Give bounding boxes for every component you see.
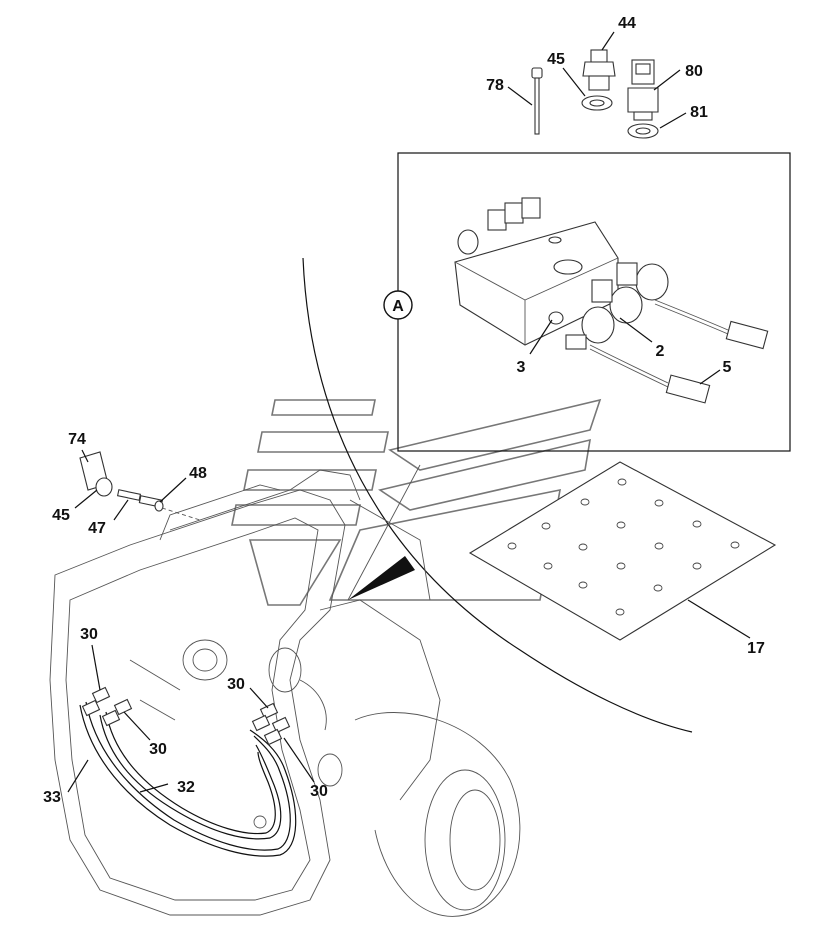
connector-5b (665, 374, 711, 404)
callout-80: 80 (685, 63, 703, 80)
fittings-30 (81, 686, 291, 746)
callout-32: 32 (177, 779, 195, 796)
connector-5a (725, 320, 769, 350)
callout-45-left: 45 (52, 507, 70, 524)
switch-44 (582, 49, 616, 91)
pin-48 (138, 495, 164, 512)
valve-block (454, 197, 669, 346)
callout-44: 44 (618, 15, 636, 32)
callout-5: 5 (723, 359, 732, 376)
callout-30-right-top: 30 (227, 676, 245, 693)
callout-78: 78 (486, 77, 504, 94)
callout-30-left-top: 30 (80, 626, 98, 643)
tubes (79, 701, 297, 857)
callout-a: A (392, 298, 404, 315)
callout-33: 33 (43, 789, 61, 806)
detail-pointer (348, 556, 415, 600)
callout-17: 17 (747, 640, 765, 657)
detail-arc (302, 257, 693, 733)
gasket-plate-17 (468, 461, 777, 641)
callout-74: 74 (68, 431, 86, 448)
callout-48: 48 (189, 465, 207, 482)
callout-labels: 44 45 78 80 81 A 3 2 5 74 48 45 47 17 30… (43, 15, 765, 806)
washer-45-left (95, 477, 113, 497)
watermark-logo (231, 398, 602, 606)
callout-a-circle (383, 290, 413, 320)
callout-3: 3 (517, 359, 526, 376)
callout-2: 2 (656, 343, 665, 360)
sensor-80 (627, 59, 659, 121)
callout-47: 47 (88, 520, 106, 537)
callout-30-left-bottom: 30 (149, 741, 167, 758)
bolt-78 (531, 67, 543, 135)
transmission-housing (49, 469, 521, 917)
callout-30-right-bottom: 30 (310, 783, 328, 800)
callout-81: 81 (690, 104, 708, 121)
callout-45-top: 45 (547, 51, 565, 68)
spring-47 (116, 489, 142, 501)
leader-lines (67, 31, 751, 793)
